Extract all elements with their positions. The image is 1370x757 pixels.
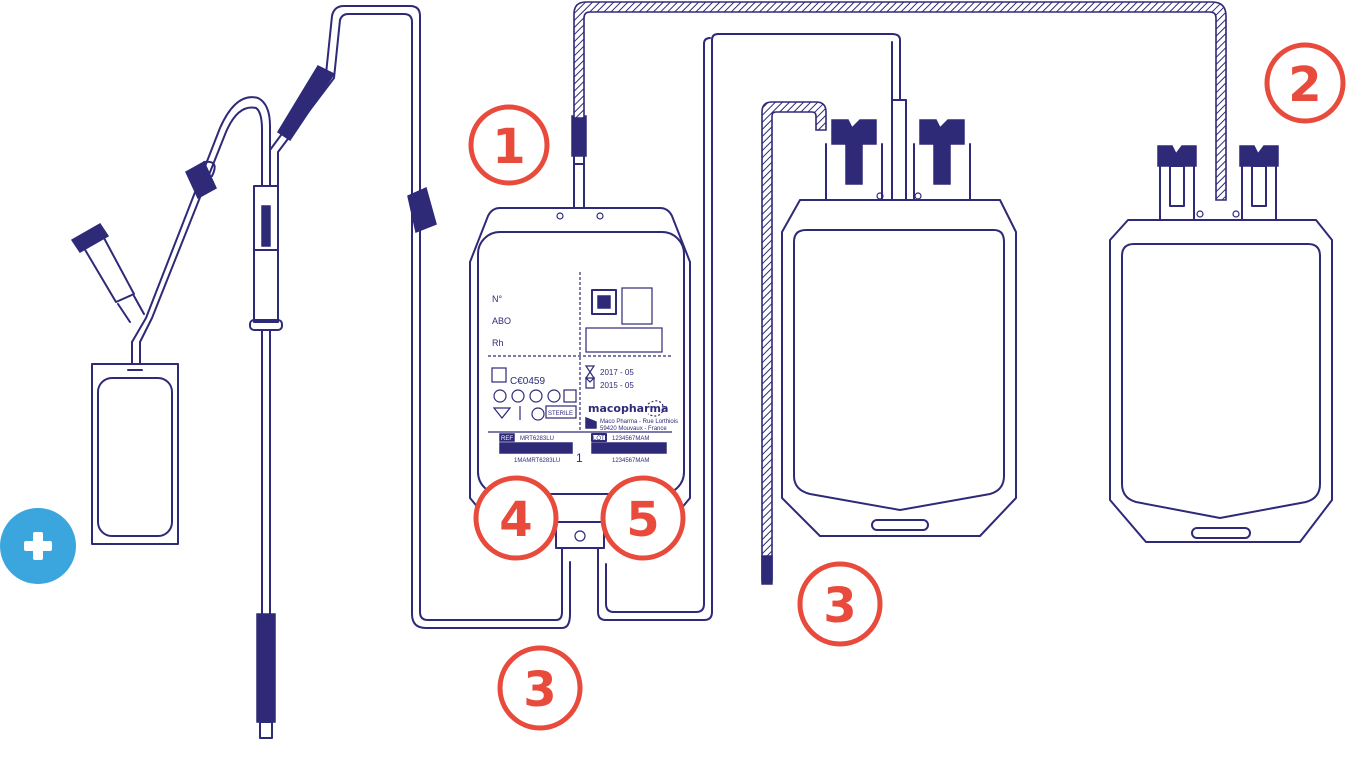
middle-transfer-bag: [781, 99, 1017, 537]
transfer-tubing-1: [597, 33, 901, 621]
no-latex-icon: [529, 389, 543, 403]
left-tubing: [131, 96, 271, 343]
manufacture-date: 2015 - 05: [600, 381, 634, 390]
field-rh-label: Rh: [492, 338, 504, 348]
sampling-pouch: [91, 341, 179, 545]
expiry-hourglass-icon: [584, 365, 596, 379]
brand-name: macopharma: [588, 402, 668, 415]
bag-pictogram-icon: [591, 289, 617, 315]
callout-3-bottom-label: 3: [523, 662, 556, 718]
instructions-icon: [491, 367, 507, 383]
callout-3-right: 3: [797, 561, 883, 647]
ref-barcode-text: 1MAMRT6283LU: [514, 458, 560, 464]
callout-4-label: 4: [499, 492, 532, 548]
bag-label: N° ABO Rh C€0459 STERILE 2017 - 05 2015 …: [488, 272, 678, 465]
bag-count: 1: [576, 451, 583, 465]
needle-line: [249, 185, 283, 739]
callout-1-label: 1: [492, 119, 525, 175]
ref-tag-label: REF: [501, 436, 513, 442]
callout-3-bottom: 3: [497, 645, 583, 731]
dehp-icon: [547, 389, 561, 403]
manufacture-factory-icon: [585, 376, 595, 389]
hatched-tubing-side: [761, 101, 827, 585]
expiry-date: 2017 - 05: [600, 368, 634, 377]
plus-icon: [24, 532, 52, 560]
callout-2: 2: [1264, 42, 1346, 124]
field-abo-label: ABO: [492, 316, 511, 326]
address-line-1: Maco Pharma - Rue Lorthiois: [600, 419, 678, 425]
brand-logo-icon: [647, 400, 665, 417]
address-line-2: 59420 Mouvaux - France: [600, 426, 667, 432]
ce-mark: C€0459: [510, 376, 545, 387]
dehp-warning-icon: [492, 407, 512, 419]
manufacturer-icon: [585, 416, 597, 429]
callout-5: 5: [600, 475, 686, 561]
callout-2-label: 2: [1288, 57, 1321, 113]
sample-tube-holder: [70, 223, 145, 323]
ref-tag: [499, 433, 515, 442]
plus-badge[interactable]: [0, 508, 76, 584]
hatched-tubing-top: [573, 1, 1227, 201]
callout-1: 1: [468, 104, 550, 186]
sterile-mark: STERILE: [548, 411, 573, 417]
lot-barcode: [591, 442, 667, 454]
callout-5-label: 5: [626, 492, 659, 548]
lot-tag-label: LOT: [593, 436, 605, 442]
fragile-icon: [563, 389, 577, 403]
no-reuse-icon: [531, 407, 545, 421]
ref-barcode: [499, 442, 573, 454]
non-pyrogenic-icon: [511, 389, 525, 403]
lot-tag: [591, 433, 607, 442]
callout-3-right-label: 3: [823, 578, 856, 634]
collection-tubing: [269, 5, 571, 629]
lot-code: 1234567MAM: [612, 436, 649, 442]
single-use-icon: [493, 389, 507, 403]
callout-4: 4: [473, 475, 559, 561]
field-no-label: N°: [492, 294, 502, 304]
right-transfer-bag: [1109, 145, 1333, 543]
lot-barcode-text: 1234567MAM: [612, 458, 649, 464]
ref-code: MRT6283LU: [520, 436, 554, 442]
